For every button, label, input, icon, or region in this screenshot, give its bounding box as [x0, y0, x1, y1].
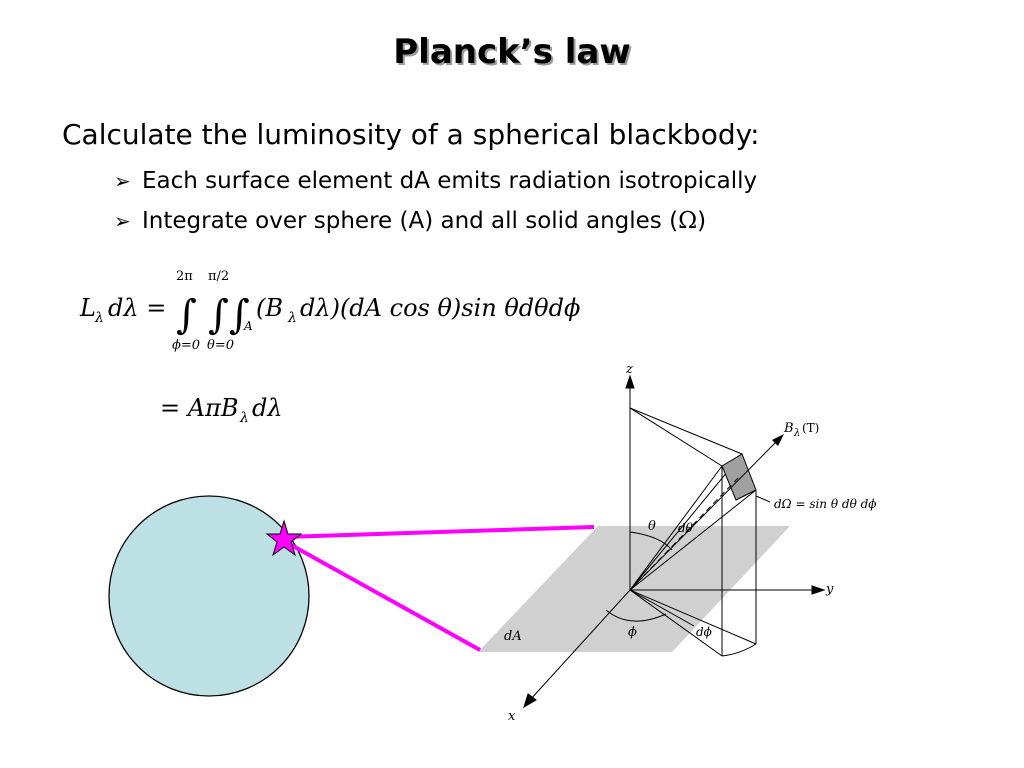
B-direction-line: [629, 439, 779, 591]
bullet-arrow-icon: ➢: [114, 169, 131, 193]
dphi-label: dϕ: [696, 625, 712, 639]
phi-label: ϕ: [628, 625, 637, 640]
eq-lower-2: θ=0: [207, 338, 234, 353]
y-label: y: [825, 582, 834, 597]
surface-element-plane: [478, 526, 790, 652]
ray-to-plane-top: [283, 525, 595, 539]
B-arg: (T): [802, 421, 819, 435]
star-icon: [265, 519, 303, 557]
eq-lower-1: ϕ=0: [172, 338, 200, 353]
z-arrow-icon: [625, 374, 635, 389]
theta-arc: [629, 531, 673, 551]
bullet-arrow-icon: ➢: [114, 209, 131, 233]
bullet-1: ➢ Each surface element dA emits radiation…: [114, 168, 757, 194]
dOmega-label: dΩ = sin θ dθ dϕ: [774, 497, 876, 511]
axes: [523, 374, 826, 709]
B-arrow-icon: [772, 434, 784, 446]
phi-arc: [605, 609, 667, 622]
eq-upper-2: π/2: [208, 269, 229, 284]
dOmega-leader: [755, 495, 771, 503]
B-sub: λ: [793, 428, 800, 439]
intro-text: Calculate the luminosity of a spherical …: [62, 118, 760, 151]
eq-lhs-L: L: [79, 294, 96, 322]
omega-symbol: Ω: [678, 208, 698, 234]
eq-upper-1: 2π: [176, 269, 193, 284]
dOmega-patch: [721, 453, 757, 501]
z-label: z: [625, 362, 633, 377]
slide-title: Planck’s law: [393, 32, 631, 72]
theta-label: θ: [648, 519, 656, 534]
eq-integrand-rest: dλ)(dA cos θ)sin θdθdϕ: [300, 294, 580, 322]
bullet-1-text: Each surface element dA emits radiation …: [142, 168, 758, 194]
eq-result-rest: dλ: [252, 394, 283, 422]
eq-integrand: (B: [256, 294, 283, 322]
dtheta-label: dθ: [678, 521, 694, 535]
eq-integrand-sub: λ: [287, 310, 297, 326]
eq-sub-A: A: [243, 319, 253, 333]
equation: L λ dλ = 2π ∫ ϕ=0 π/2 ∫∫ A θ=0 (B λ dλ)(…: [79, 269, 580, 426]
direction-dashed: [629, 475, 741, 591]
bullet-2: ➢ Integrate over sphere (A) and all solid…: [114, 208, 706, 234]
eq-lhs-rest: dλ =: [108, 294, 166, 322]
integral-1: ∫: [176, 292, 197, 338]
bullet-2-close: ): [697, 208, 707, 234]
x-axis: [529, 589, 631, 701]
B-label: B: [783, 421, 794, 436]
solid-angle-wedge: [605, 407, 757, 657]
eq-result-sub: λ: [239, 410, 249, 426]
dA-label: dA: [504, 629, 522, 644]
diagram-labels: z y x dA θ dθ ϕ dϕ B λ (T) dΩ = sin θ dθ…: [504, 362, 876, 724]
y-arrow-icon: [811, 585, 826, 595]
eq-result: = AπB: [160, 394, 238, 422]
eq-lhs-sub: λ: [94, 310, 104, 326]
blackbody-sphere: [108, 495, 310, 697]
x-arrow-icon: [523, 693, 537, 709]
ray-to-plane-bottom: [283, 539, 481, 652]
x-label: x: [508, 709, 516, 724]
bullet-2-text: Integrate over sphere (A) and all solid …: [142, 208, 679, 234]
integral-2: ∫∫: [208, 292, 250, 338]
